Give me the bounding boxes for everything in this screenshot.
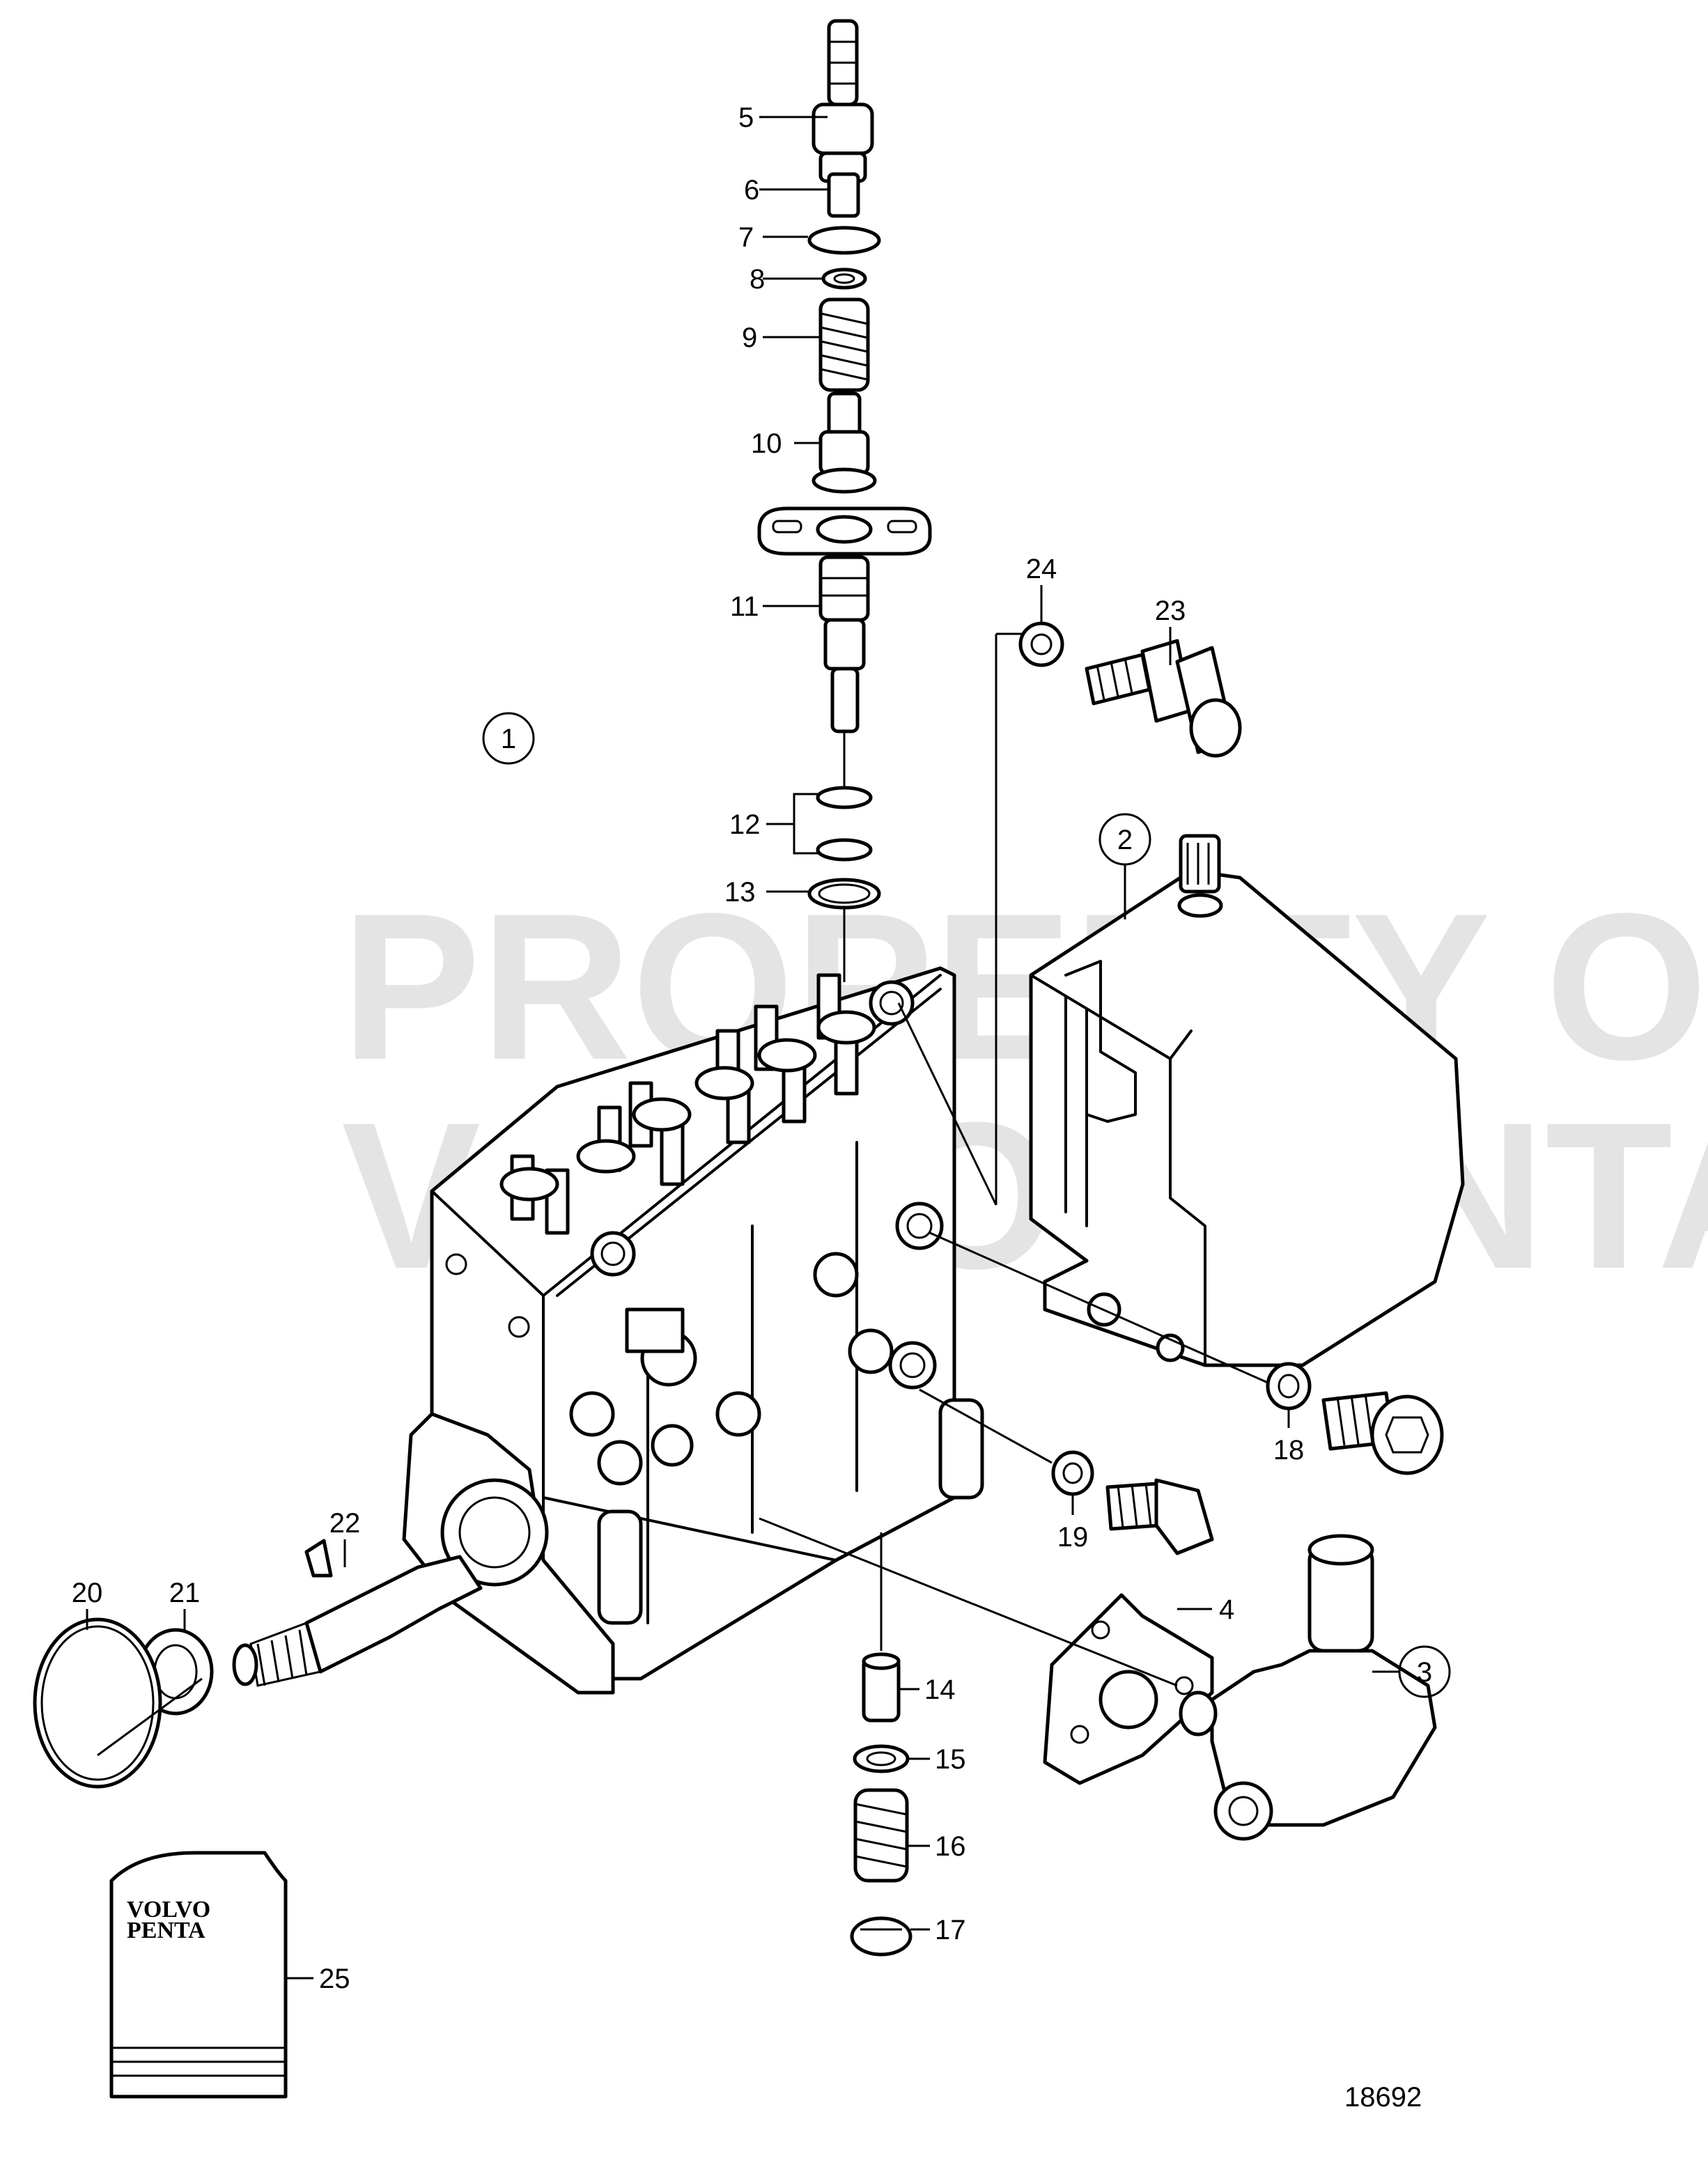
- screw-and-washer-19: [919, 1388, 1214, 1555]
- callout-5: 5: [738, 102, 754, 133]
- callout-leaders: [86, 116, 1451, 1980]
- callout-25: 25: [319, 1964, 350, 1994]
- service-manual: VOLVO PENTA: [109, 1851, 288, 2099]
- callout-14: 14: [924, 1674, 956, 1705]
- callout-10: 10: [751, 428, 782, 459]
- drawing-number: 18692: [1344, 2082, 1422, 2113]
- callout-24: 24: [1026, 554, 1057, 584]
- callout-21: 21: [169, 1578, 201, 1608]
- callout-9: 9: [742, 322, 757, 353]
- logo-line-2: PENTA: [127, 1918, 205, 1943]
- callout-6: 6: [744, 175, 759, 205]
- callout-15: 15: [935, 1744, 966, 1775]
- callout-2: 2: [1117, 825, 1133, 855]
- callout-7: 7: [738, 222, 754, 253]
- valve-lower-stack: [850, 1532, 913, 1957]
- callout-11: 11: [730, 591, 759, 622]
- callout-18: 18: [1273, 1435, 1305, 1466]
- callout-1: 1: [501, 724, 516, 754]
- callout-labels: 1 2 3 4 5 6 7 8 9 10 11 12 13 14 15 16 1…: [72, 102, 1432, 1994]
- callout-12: 12: [729, 809, 761, 840]
- callout-20: 20: [72, 1578, 103, 1608]
- delivery-valve-stack: [757, 19, 932, 982]
- camshaft: [33, 1539, 483, 1789]
- feed-pump: [759, 1517, 1437, 1841]
- watermark-line-1: PROPERTY OF: [341, 869, 1708, 1103]
- callout-23: 23: [1155, 596, 1186, 626]
- callout-4: 4: [1219, 1594, 1234, 1625]
- callout-3: 3: [1417, 1657, 1432, 1688]
- pump-housing: [402, 966, 984, 1695]
- callout-8: 8: [750, 264, 765, 295]
- callout-17: 17: [935, 1915, 966, 1945]
- screw-and-washer-top: [897, 621, 1242, 1206]
- callout-16: 16: [935, 1831, 966, 1862]
- logo-line-1: VOLVO: [127, 1897, 210, 1922]
- governor-housing: [1029, 834, 1465, 1367]
- callout-19: 19: [1057, 1522, 1089, 1553]
- callout-13: 13: [724, 877, 756, 908]
- callout-22: 22: [329, 1508, 361, 1539]
- screw-and-washer-18: [929, 1231, 1444, 1475]
